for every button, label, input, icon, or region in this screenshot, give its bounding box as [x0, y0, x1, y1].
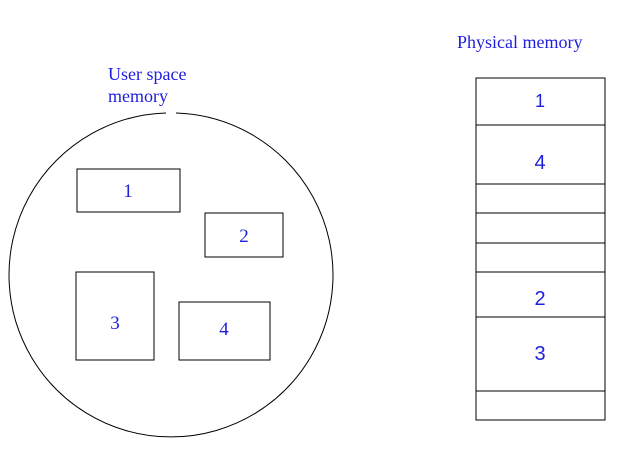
user-page-4-label: 4 [219, 319, 229, 340]
user-page-2: 2 [204, 212, 284, 258]
user-space-label-line2: memory [108, 86, 168, 106]
physical-memory-column: 1 4 2 3 [475, 77, 606, 421]
physical-frame-label: 2 [534, 288, 545, 310]
user-page-4: 4 [178, 301, 271, 361]
user-space-label-line1: User space [108, 64, 186, 84]
user-page-3-label: 3 [110, 313, 120, 334]
user-page-2-box [204, 212, 284, 258]
user-space-circle [8, 112, 334, 438]
physical-memory-border [475, 77, 606, 421]
user-page-2-label: 2 [239, 226, 249, 247]
physical-frame-label: 1 [535, 91, 545, 111]
user-page-3-box [75, 271, 155, 361]
physical-frame-label: 4 [534, 152, 545, 174]
user-page-4-box [178, 301, 271, 361]
physical-frame-label: 3 [534, 343, 545, 365]
user-page-1-label: 1 [123, 181, 133, 202]
user-page-1: 1 [76, 168, 181, 213]
physical-memory-label: Physical memory [457, 32, 582, 52]
user-page-3: 3 [75, 271, 155, 361]
user-page-1-box [76, 168, 181, 213]
